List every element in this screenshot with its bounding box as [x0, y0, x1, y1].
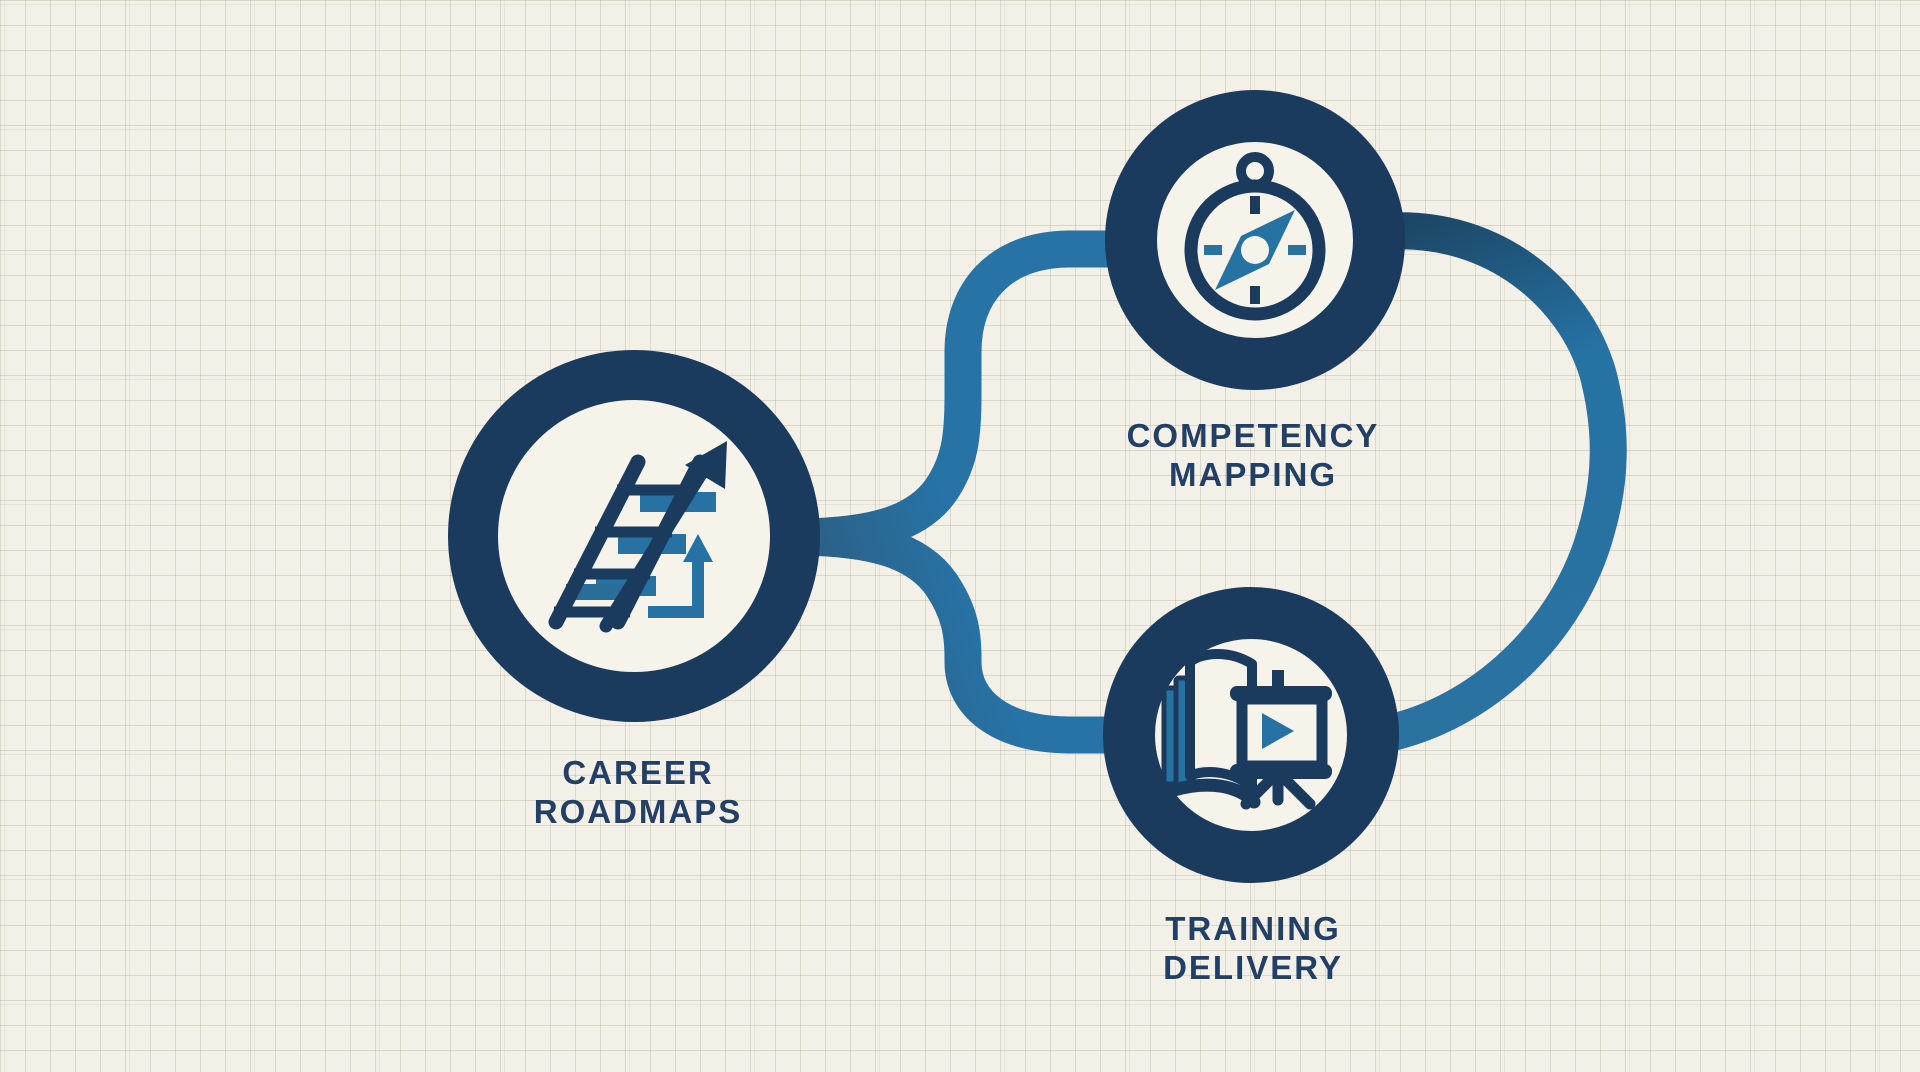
training-delivery-label-line1: TRAINING — [1165, 910, 1341, 947]
competency-mapping-label-line1: COMPETENCY — [1126, 417, 1380, 454]
growth-arrow-shaft — [599, 459, 713, 633]
node-career-roadmaps — [448, 350, 820, 722]
compass-needle-hub — [1241, 236, 1269, 264]
teal-up-arrow-head — [683, 534, 713, 562]
career-roadmaps-label-line1: CAREER — [562, 754, 714, 791]
growth-arrow-head — [685, 441, 727, 489]
connector-career-to-competency — [781, 230, 1167, 556]
career-roadmaps-label: CAREER ROADMAPS — [534, 753, 743, 831]
teal-up-arrow-shaft — [648, 560, 704, 618]
connectors — [781, 212, 1627, 754]
competency-mapping-label: COMPETENCY MAPPING — [1127, 416, 1380, 494]
training-delivery-label: TRAINING DELIVERY — [1163, 909, 1343, 987]
screen-tripod-legs — [1240, 772, 1316, 810]
ladder-growth-arrow-icon — [548, 441, 727, 633]
node-competency-mapping — [1105, 90, 1405, 390]
screen-bottom-bar — [1230, 764, 1332, 779]
book-presentation-play-icon — [1161, 649, 1332, 810]
ladder-shade-4 — [566, 584, 630, 600]
career-roadmaps-label-line2: ROADMAPS — [533, 793, 743, 830]
training-delivery-label-line2: DELIVERY — [1163, 949, 1343, 986]
connector-career-to-training — [781, 518, 1167, 754]
node-training-delivery — [1103, 587, 1399, 883]
screen-top-stub — [1272, 670, 1284, 690]
compass-icon — [1184, 152, 1326, 321]
competency-mapping-label-line2: MAPPING — [1168, 456, 1338, 493]
play-icon — [1262, 713, 1294, 749]
connector-competency-to-training-loop — [1371, 212, 1627, 751]
